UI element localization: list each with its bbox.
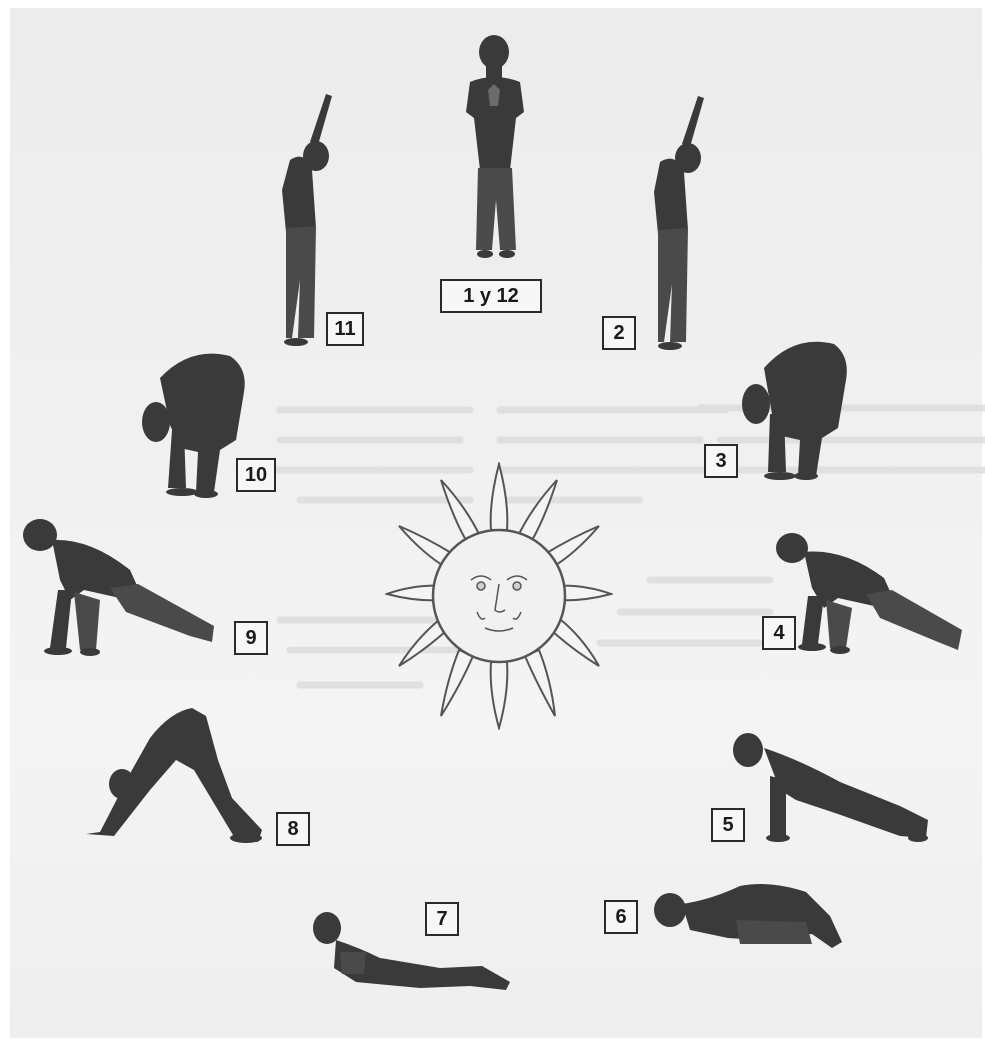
pose-label-4: 4 xyxy=(762,616,796,650)
pose-label-text: 6 xyxy=(615,906,626,929)
pose-label-1-12: 1 y 12 xyxy=(440,279,542,313)
pose-label-text: 7 xyxy=(436,908,447,931)
pose-label-8: 8 xyxy=(276,812,310,846)
pose-label-text: 3 xyxy=(715,450,726,473)
pose-label-6: 6 xyxy=(604,900,638,934)
pose-label-7: 7 xyxy=(425,902,459,936)
pose-label-9: 9 xyxy=(234,621,268,655)
pose-label-text: 11 xyxy=(334,318,355,341)
pose-label-text: 10 xyxy=(245,464,267,487)
pose-label-text: 2 xyxy=(613,322,624,345)
pose-label-text: 5 xyxy=(722,814,733,837)
pose-label-2: 2 xyxy=(602,316,636,350)
pose-label-10: 10 xyxy=(236,458,276,492)
pose-label-text: 1 y 12 xyxy=(463,285,519,308)
pose-label-11: 11 xyxy=(326,312,364,346)
pose-label-5: 5 xyxy=(711,808,745,842)
pose-label-text: 9 xyxy=(245,627,256,650)
pose-label-text: 8 xyxy=(287,818,298,841)
sun-face-icon xyxy=(385,462,613,730)
pose-label-3: 3 xyxy=(704,444,738,478)
pose-label-text: 4 xyxy=(773,622,784,645)
